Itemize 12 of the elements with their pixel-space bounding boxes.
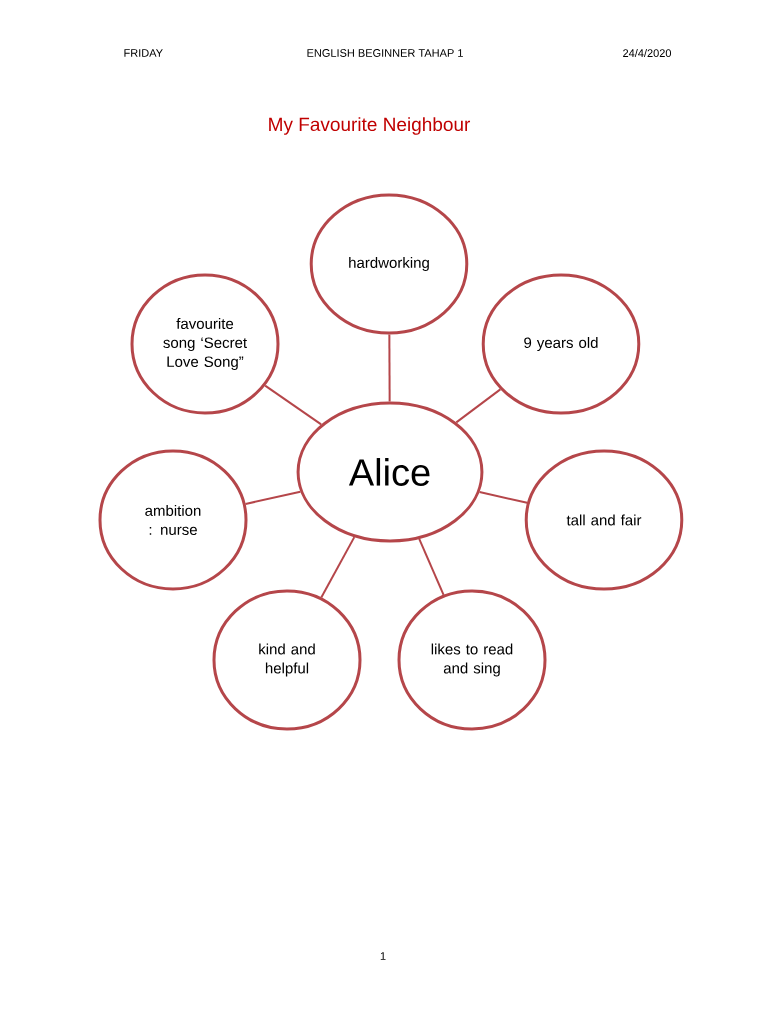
header-text: FRIDAY [124, 49, 163, 57]
connector-line [244, 490, 302, 505]
connector-line [264, 384, 323, 426]
connector-line [478, 491, 529, 504]
connector-line [455, 388, 502, 424]
header-text: ENGLISH BEGINNER TAHAP 1 [307, 49, 463, 57]
header-text: 24/4/2020 [623, 48, 672, 58]
page-number: 1 [380, 952, 386, 960]
connector-line [388, 333, 391, 403]
title: My Favourite Neighbour [269, 117, 470, 135]
connector-line [418, 537, 445, 596]
connector-line [320, 536, 356, 599]
